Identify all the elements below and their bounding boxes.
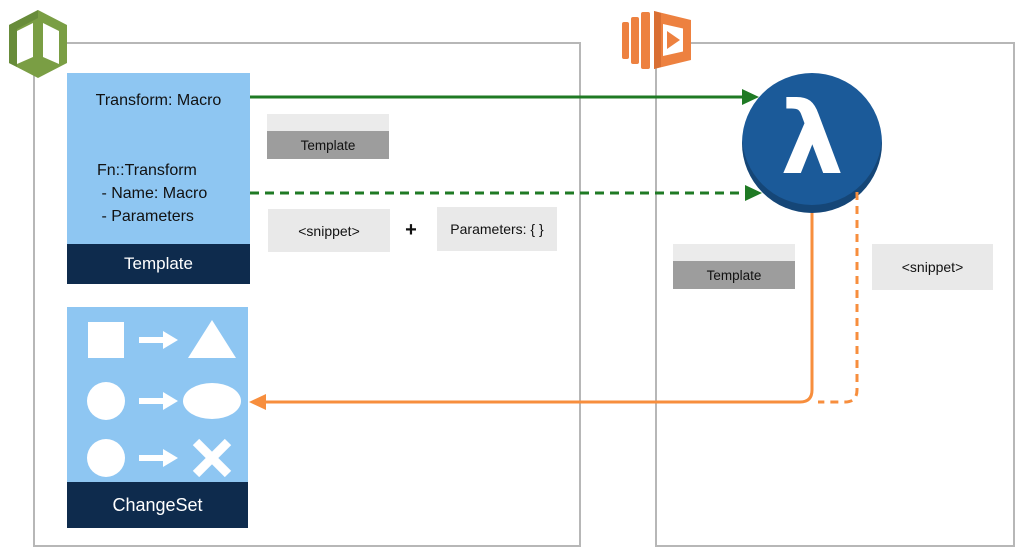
fn-transform-code: Fn::Transform - Name: Macro - Parameters	[97, 159, 207, 228]
ellipse-icon	[183, 383, 241, 419]
lambda-symbol: λ	[780, 80, 844, 197]
triangle-icon	[188, 320, 236, 358]
circle-icon	[87, 382, 125, 420]
arrow-right-icon	[139, 449, 178, 467]
lambda-icon	[622, 11, 691, 69]
changeset-card-footer: ChangeSet	[67, 482, 248, 528]
lambda-function-circle: λ	[742, 73, 882, 213]
template-card: Transform: Macro Fn::Transform - Name: M…	[67, 73, 250, 284]
arrow-right-icon	[139, 392, 178, 410]
cloudformation-icon	[9, 10, 67, 78]
doc-label: Template	[267, 131, 389, 159]
code-line: Fn::Transform	[97, 162, 197, 179]
plus-sign: +	[405, 219, 417, 241]
transform-macro-label: Transform: Macro	[95, 92, 222, 109]
template-doc: Template	[673, 244, 795, 289]
cross-icon	[192, 438, 232, 478]
snippet-doc: <snippet>	[872, 244, 993, 290]
doc-top-strip	[267, 114, 389, 131]
doc-label: Template	[673, 261, 795, 289]
template-card-footer: Template	[67, 244, 250, 284]
template-doc: Template	[267, 114, 389, 159]
arrow-right-icon	[139, 331, 178, 349]
code-line: - Parameters	[97, 208, 194, 225]
changeset-shapes	[87, 320, 241, 478]
square-icon	[88, 322, 124, 358]
code-line: - Name: Macro	[97, 185, 208, 202]
circle-icon	[87, 439, 125, 477]
doc-top-strip	[673, 244, 795, 261]
changeset-card: ChangeSet	[67, 307, 248, 528]
parameters-doc: Parameters: { }	[437, 207, 557, 251]
snippet-doc: <snippet>	[268, 209, 390, 252]
